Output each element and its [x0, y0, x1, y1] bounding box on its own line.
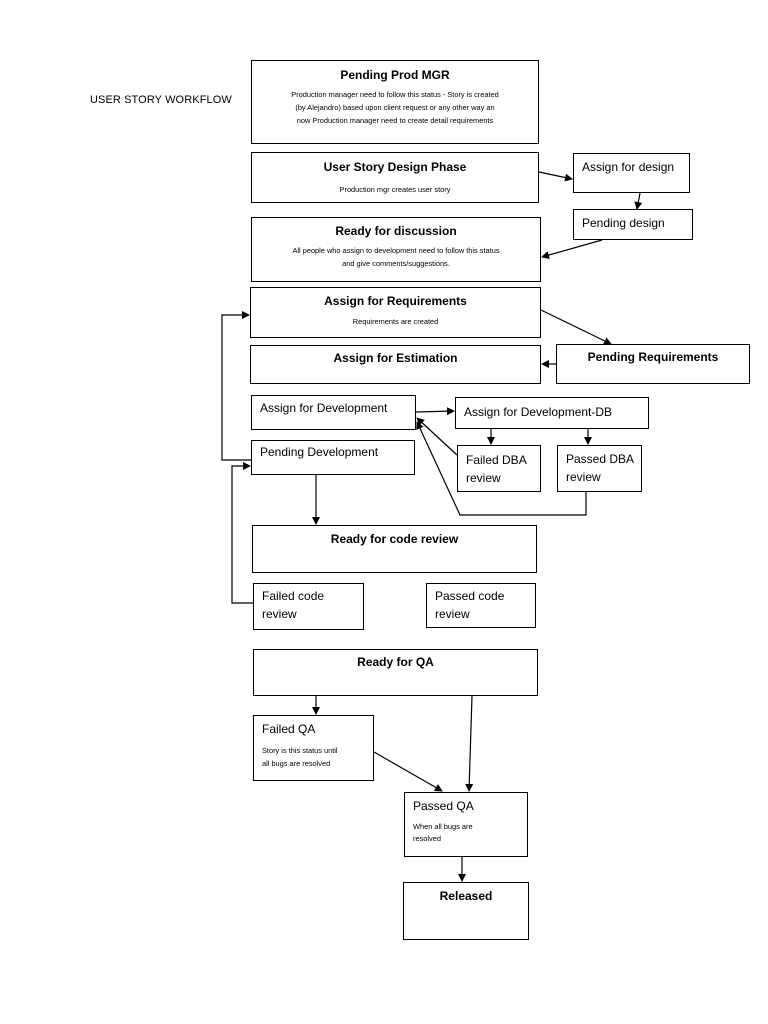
title-line: review	[435, 607, 470, 621]
desc-line: now Production manager need to create de…	[296, 116, 494, 125]
passed-qa-box: Passed QA When all bugs are resolved	[404, 792, 528, 857]
failed-qa-description: Story is this status until all bugs are …	[262, 745, 373, 770]
released-title: Released	[439, 889, 493, 903]
failed-code-review-box: Failed code review	[253, 583, 364, 630]
assign-for-design-box: Assign for design	[573, 153, 690, 193]
ready-for-qa-title: Ready for QA	[357, 655, 434, 669]
desc-line: Production mgr creates user story	[339, 185, 451, 194]
title-line: review	[566, 470, 601, 484]
assign-for-development-box: Assign for Development	[251, 395, 416, 430]
arrow-pending-development-to-requirements	[221, 311, 251, 461]
pending-design-box: Pending design	[573, 209, 693, 240]
passed-dba-review-title: Passed DBA review	[566, 452, 641, 485]
arrow-failed-code-review-to-pending-development	[231, 462, 253, 604]
desc-line: When all bugs are	[413, 822, 473, 831]
pending-requirements-box: Pending Requirements	[556, 344, 750, 384]
pending-prod-mgr-description: Production manager need to follow this s…	[252, 89, 538, 127]
title-line: Passed DBA	[566, 452, 635, 466]
arrow-design-phase-to-assign-design	[538, 171, 573, 182]
desc-line: all bugs are resolved	[262, 759, 331, 768]
assign-for-development-db-box: Assign for Development-DB	[455, 397, 649, 429]
title-line: Passed code	[435, 589, 505, 603]
assign-for-requirements-description: Requirements are created	[251, 316, 540, 328]
ready-for-code-review-box: Ready for code review	[252, 525, 537, 573]
ready-for-code-review-title: Ready for code review	[330, 532, 459, 546]
title-line: Failed DBA	[466, 453, 527, 467]
title-line: review	[466, 471, 501, 485]
failed-dba-review-title: Failed DBA review	[466, 453, 540, 486]
ready-for-discussion-title: Ready for discussion	[335, 224, 457, 238]
arrow-failed-qa-to-passed-qa	[373, 751, 443, 792]
assign-for-requirements-title: Assign for Requirements	[324, 294, 467, 308]
failed-code-review-title: Failed code review	[262, 589, 363, 622]
arrow-development-to-development-db	[415, 407, 455, 416]
pending-development-title: Pending Development	[260, 445, 379, 459]
title-line: review	[262, 607, 297, 621]
arrow-failed-dba-to-development	[416, 417, 458, 456]
desc-line: resolved	[413, 834, 441, 843]
arrow-ready-qa-to-passed-qa	[465, 695, 474, 792]
passed-code-review-box: Passed code review	[426, 583, 536, 628]
assign-for-requirements-box: Assign for Requirements Requirements are…	[250, 287, 541, 338]
pending-prod-mgr-title: Pending Prod MGR	[340, 68, 450, 82]
passed-qa-description: When all bugs are resolved	[413, 821, 527, 845]
user-story-design-phase-description: Production mgr creates user story	[252, 184, 538, 196]
assign-for-estimation-title: Assign for Estimation	[333, 351, 458, 365]
arrow-passed-dba-to-development	[416, 421, 587, 516]
user-story-design-phase-title: User Story Design Phase	[323, 160, 467, 174]
desc-line: and give comments/suggestions.	[342, 259, 450, 268]
passed-dba-review-box: Passed DBA review	[557, 445, 642, 492]
failed-qa-box: Failed QA Story is this status until all…	[253, 715, 374, 781]
user-story-design-phase-box: User Story Design Phase Production mgr c…	[251, 152, 539, 203]
desc-line: Production manager need to follow this s…	[291, 90, 499, 99]
passed-code-review-title: Passed code review	[435, 589, 535, 622]
pending-requirements-title: Pending Requirements	[587, 350, 719, 364]
ready-for-discussion-description: All people who assign to development nee…	[252, 245, 540, 270]
assign-for-estimation-box: Assign for Estimation	[250, 345, 541, 384]
arrow-pending-design-to-discussion	[541, 239, 603, 259]
ready-for-discussion-box: Ready for discussion All people who assi…	[251, 217, 541, 282]
assign-for-development-title: Assign for Development	[260, 401, 388, 415]
arrow-requirements-to-pending-requirements	[540, 309, 612, 345]
diagram-title: USER STORY WORKFLOW	[90, 94, 232, 106]
title-line: Failed code	[262, 589, 325, 603]
arrow-assign-design-to-pending-design	[634, 192, 643, 210]
desc-line: All people who assign to development nee…	[292, 246, 500, 255]
pending-prod-mgr-box: Pending Prod MGR Production manager need…	[251, 60, 539, 144]
ready-for-qa-box: Ready for QA	[253, 649, 538, 696]
released-box: Released	[403, 882, 529, 940]
desc-line: (by Alejandro) based upon client request…	[295, 103, 495, 112]
desc-line: Story is this status until	[262, 746, 338, 755]
passed-qa-title: Passed QA	[413, 799, 474, 813]
desc-line: Requirements are created	[352, 317, 439, 326]
pending-design-title: Pending design	[582, 216, 665, 230]
pending-development-box: Pending Development	[251, 440, 415, 475]
failed-qa-title: Failed QA	[262, 722, 316, 736]
assign-for-development-db-title: Assign for Development-DB	[464, 405, 613, 419]
assign-for-design-title: Assign for design	[582, 160, 675, 174]
failed-dba-review-box: Failed DBA review	[457, 445, 541, 492]
